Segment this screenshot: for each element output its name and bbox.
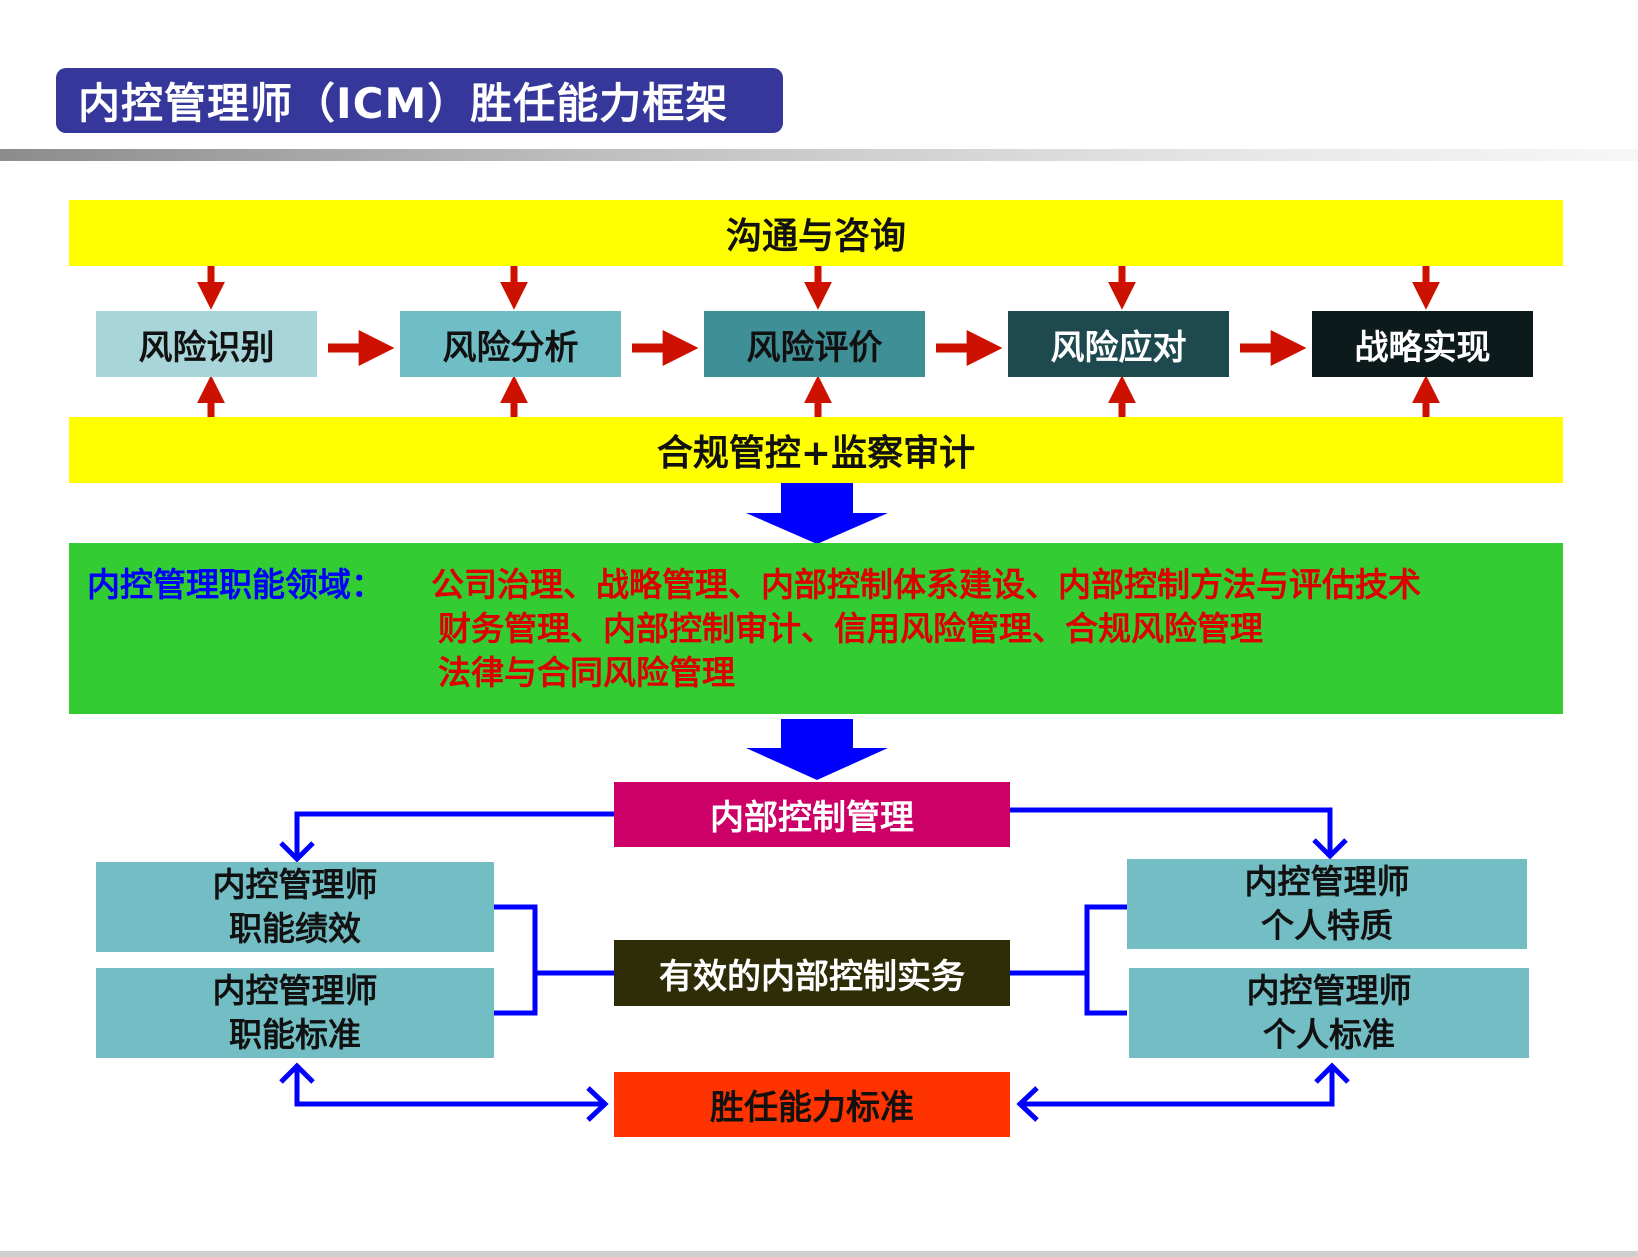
block-arrow-down-2 <box>746 719 888 780</box>
personal-traits-box: 内控管理师 个人特质 <box>1127 859 1527 949</box>
function-domains-line: 财务管理、内部控制审计、信用风险管理、合规风险管理 <box>438 609 1263 648</box>
competency-standard-box: 胜任能力标准 <box>614 1072 1010 1137</box>
box-line: 内控管理师 <box>212 865 378 904</box>
functional-standard-box: 内控管理师 职能标准 <box>96 968 494 1058</box>
step-risk-evaluation: 风险评价 <box>704 311 925 377</box>
box-line: 内控管理师 <box>1244 862 1410 901</box>
box-line: 职能标准 <box>229 1015 361 1054</box>
functional-performance-box: 内控管理师 职能绩效 <box>96 862 494 952</box>
down-arrows-top <box>197 266 1440 310</box>
header-divider <box>0 149 1638 161</box>
compliance-audit-band: 合规管控+监察审计 <box>69 417 1563 483</box>
function-domains-line: 法律与合同风险管理 <box>438 653 735 692</box>
function-domains-panel: 内控管理职能领域： 公司治理、战略管理、内部控制体系建设、内部控制方法与评估技术… <box>69 543 1563 714</box>
box-line: 职能绩效 <box>229 909 361 948</box>
step-risk-response: 风险应对 <box>1008 311 1229 377</box>
step-strategy-realization: 战略实现 <box>1312 311 1533 377</box>
personal-standard-box: 内控管理师 个人标准 <box>1129 968 1529 1058</box>
function-domains-label: 内控管理职能领域： <box>87 565 384 604</box>
step-risk-analysis: 风险分析 <box>400 311 621 377</box>
footer-divider <box>0 1251 1638 1257</box>
effective-control-practice-box: 有效的内部控制实务 <box>614 940 1010 1006</box>
box-line: 个人特质 <box>1261 906 1393 945</box>
page-title: 内控管理师（ICM）胜任能力框架 <box>56 68 783 133</box>
function-domains-line: 公司治理、战略管理、内部控制体系建设、内部控制方法与评估技术 <box>431 565 1421 604</box>
box-line: 内控管理师 <box>212 971 378 1010</box>
block-arrow-down-1 <box>746 483 888 544</box>
step-risk-identification: 风险识别 <box>96 311 317 377</box>
internal-control-management-box: 内部控制管理 <box>614 782 1010 847</box>
communication-band: 沟通与咨询 <box>69 200 1563 266</box>
blue-connectors <box>279 807 1350 1122</box>
box-line: 个人标准 <box>1263 1015 1395 1054</box>
up-arrows-bottom <box>197 375 1440 417</box>
box-line: 内控管理师 <box>1246 971 1412 1010</box>
